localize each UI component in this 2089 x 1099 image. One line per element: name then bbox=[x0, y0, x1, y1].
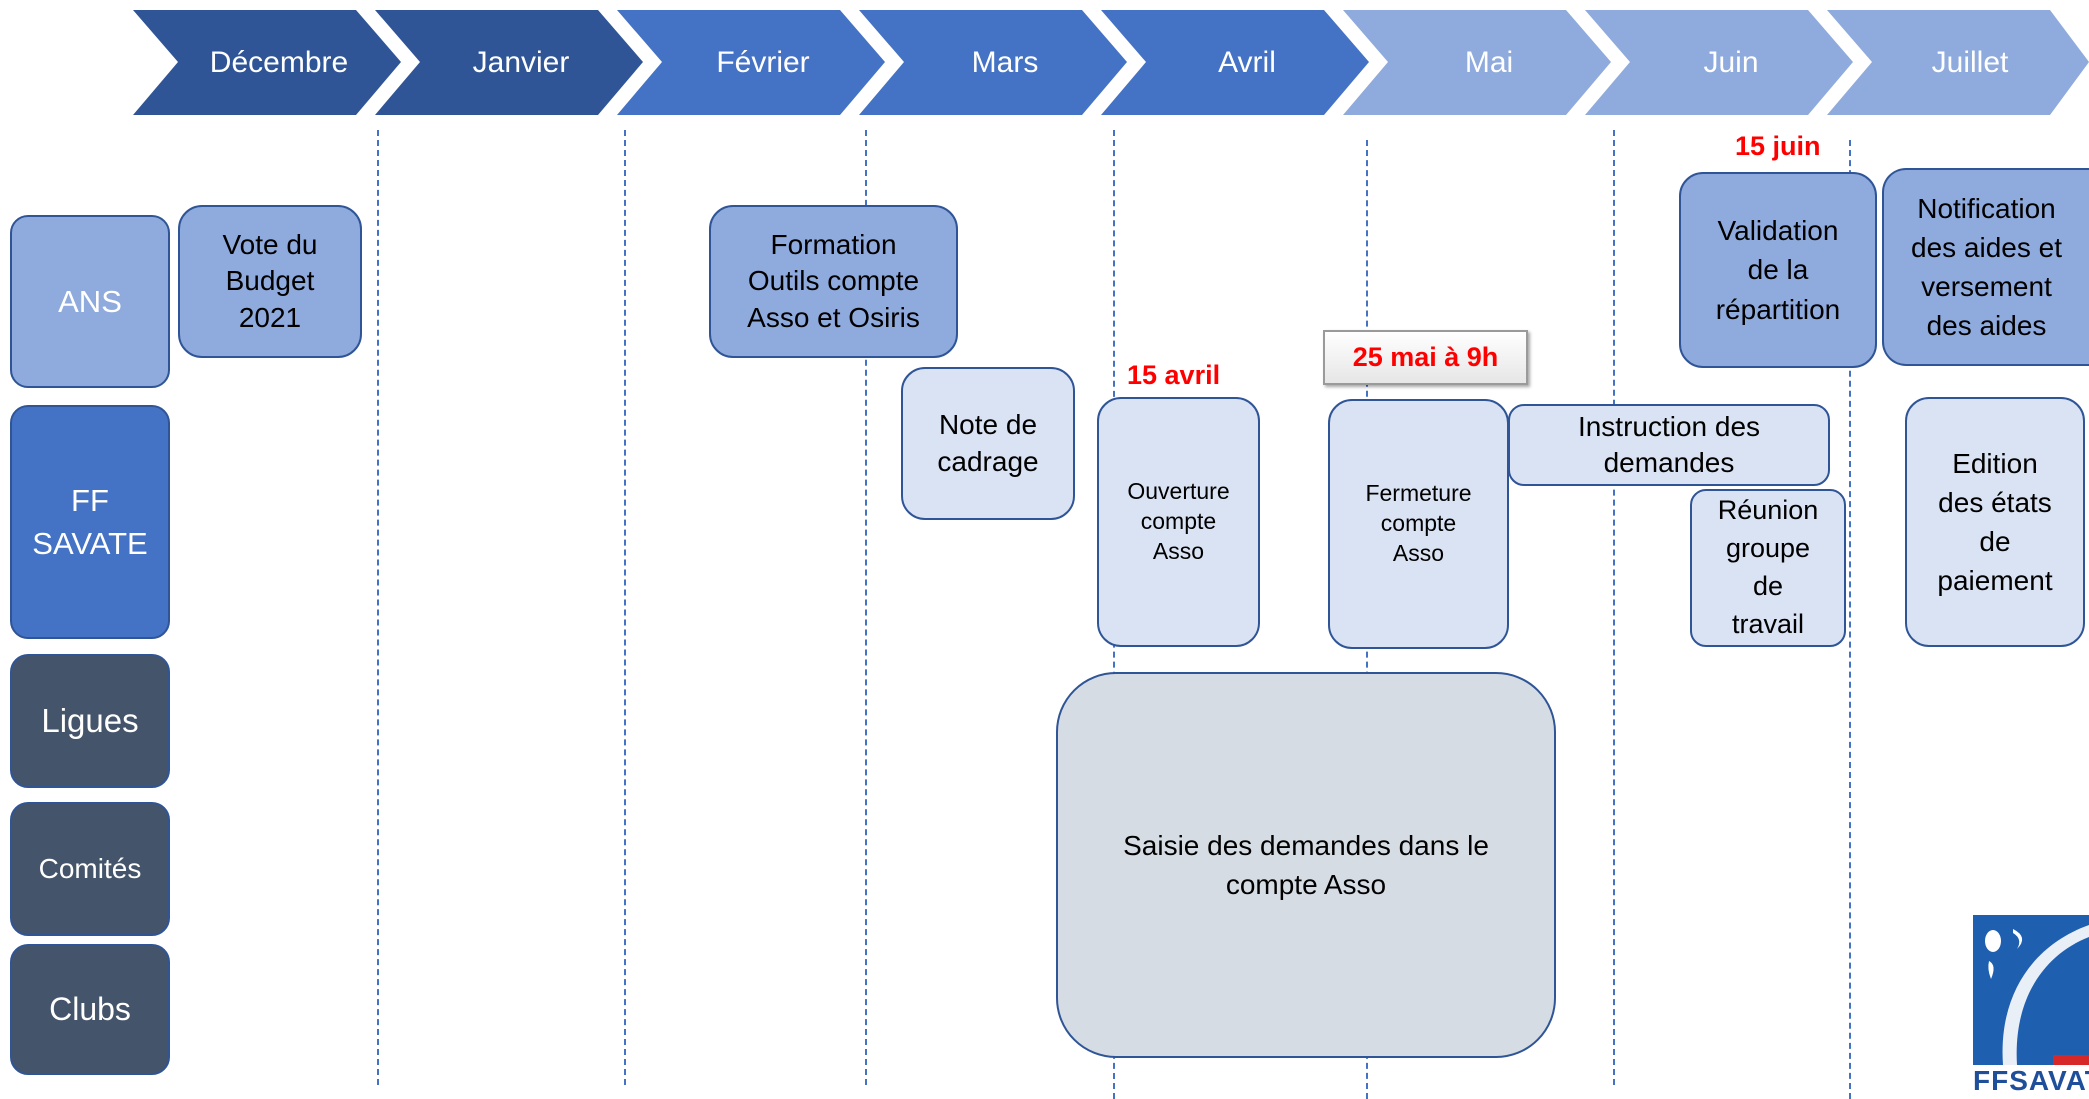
task-label: Réunion groupe de travail bbox=[1717, 495, 1819, 639]
role-label: Comités bbox=[38, 853, 142, 884]
month-chevron-janvier: Janvier bbox=[375, 10, 643, 115]
month-label: Avril bbox=[1218, 45, 1276, 79]
task-reunion-groupe: Réunion groupe de travail bbox=[1690, 489, 1846, 647]
role-label: FF SAVATE bbox=[32, 482, 148, 561]
task-label: Edition des états de paiement bbox=[1937, 447, 2053, 597]
month-chevron-avril: Avril bbox=[1101, 10, 1369, 115]
month-divider bbox=[1849, 140, 1851, 1099]
milestone-date-mai: 25 mai à 9h bbox=[1323, 330, 1528, 385]
task-label: Instruction des demandes bbox=[1577, 410, 1761, 478]
task-note-cadrage: Note de cadrage bbox=[901, 367, 1075, 520]
role-ligues: Ligues bbox=[10, 654, 170, 788]
task-instruction-demandes: Instruction des demandes bbox=[1508, 404, 1830, 486]
task-formation: Formation Outils compte Asso et Osiris bbox=[709, 205, 958, 358]
month-label: Mars bbox=[971, 45, 1039, 79]
milestone-date-avril: 15 avril bbox=[1127, 360, 1221, 390]
task-label: Vote du Budget 2021 bbox=[222, 228, 318, 333]
role-label: Ligues bbox=[41, 702, 139, 739]
chevron-shape bbox=[375, 10, 643, 115]
role-ff-savate: FF SAVATE bbox=[10, 405, 170, 639]
month-chevron-mai: Mai bbox=[1343, 10, 1611, 115]
task-label: Note de cadrage bbox=[937, 409, 1039, 477]
task-edition-etats: Edition des états de paiement bbox=[1905, 397, 2085, 647]
task-label: Saisie des demandes dans le compte Asso bbox=[1123, 829, 1489, 900]
chevron-shape bbox=[1101, 10, 1369, 115]
chevron-shape bbox=[859, 10, 1127, 115]
month-label: Février bbox=[716, 45, 810, 79]
month-label: Décembre bbox=[209, 45, 349, 79]
task-label: Validation de la répartition bbox=[1715, 215, 1841, 325]
task-label: Ouverture compte Asso bbox=[1127, 478, 1230, 564]
month-divider bbox=[865, 130, 867, 1085]
role-clubs: Clubs bbox=[10, 944, 170, 1075]
milestone-date-label: 25 mai à 9h bbox=[1352, 342, 1499, 372]
role-label: ANS bbox=[58, 283, 122, 319]
task-fermeture-compte: Fermeture compte Asso bbox=[1328, 399, 1509, 649]
month-chevron-juillet: Juillet bbox=[1827, 10, 2089, 115]
chevron-shape bbox=[617, 10, 885, 115]
month-divider bbox=[1613, 130, 1615, 1085]
logo-emblem bbox=[1973, 915, 2089, 1065]
month-chevron-mars: Mars bbox=[859, 10, 1127, 115]
chevron-shape bbox=[1343, 10, 1611, 115]
chevron-shape bbox=[1827, 10, 2089, 115]
month-chevron-juin: Juin bbox=[1585, 10, 1853, 115]
month-label: Juillet bbox=[1931, 45, 2009, 79]
month-label: Mai bbox=[1464, 45, 1514, 79]
month-divider bbox=[624, 130, 626, 1085]
role-comites: Comités bbox=[10, 802, 170, 936]
task-notification-aides: Notification des aides et versement des … bbox=[1882, 168, 2089, 366]
chevron-shape bbox=[1585, 10, 1853, 115]
month-divider bbox=[377, 130, 379, 1085]
month-chevron-decembre: Décembre bbox=[133, 10, 401, 115]
role-label: Clubs bbox=[49, 991, 131, 1027]
milestone-date-juin: 15 juin bbox=[1735, 131, 1821, 161]
task-validation-repartition: Validation de la répartition bbox=[1679, 172, 1877, 368]
month-label: Janvier bbox=[472, 45, 570, 79]
task-label: Fermeture compte Asso bbox=[1365, 480, 1472, 566]
month-label: Juin bbox=[1703, 45, 1759, 79]
task-saisie-demandes: Saisie des demandes dans le compte Asso bbox=[1056, 672, 1556, 1058]
task-label: Notification des aides et versement des … bbox=[1911, 192, 2062, 342]
chevron-shape bbox=[133, 10, 401, 115]
month-chevron-fevrier: Février bbox=[617, 10, 885, 115]
role-ans: ANS bbox=[10, 215, 170, 388]
task-ouverture-compte: Ouverture compte Asso bbox=[1097, 397, 1260, 647]
task-vote-budget: Vote du Budget 2021 bbox=[178, 205, 362, 358]
task-label: Formation Outils compte Asso et Osiris bbox=[747, 228, 920, 333]
